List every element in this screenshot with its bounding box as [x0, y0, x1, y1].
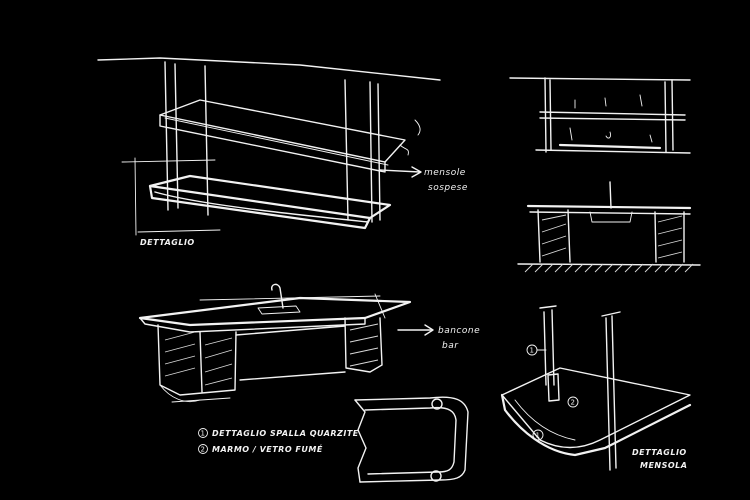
counter-note-line2: bar	[442, 341, 459, 351]
legend-1-number: 1	[201, 430, 205, 438]
callout-1-top: 1	[530, 347, 534, 355]
plan-detail-sketch	[354, 396, 469, 483]
legend-2-number: 2	[201, 446, 205, 454]
suspended-shelves-sketch	[97, 57, 441, 236]
elevation-sketch	[509, 77, 691, 154]
shelves-detail-label: DETTAGLIO	[140, 238, 195, 247]
legend-2-text: MARMO / VETRO FUMÉ	[212, 443, 323, 454]
counter-note-line1: bancone	[438, 326, 480, 336]
shelf-corner-sketch	[500, 305, 692, 471]
shelves-note-line2: sospese	[428, 183, 468, 193]
corner-detail-line1: DETTAGLIO	[632, 448, 687, 457]
section-sketch	[517, 181, 701, 273]
legend-1-text: DETTAGLIO SPALLA QUARZITE	[212, 429, 359, 438]
callout-1-bottom: 1	[536, 432, 540, 440]
callout-2: 2	[571, 399, 575, 407]
bar-counter-sketch	[138, 283, 434, 403]
shelves-note-line1: mensole	[424, 168, 466, 178]
corner-detail-line2: MENSOLA	[640, 461, 687, 470]
